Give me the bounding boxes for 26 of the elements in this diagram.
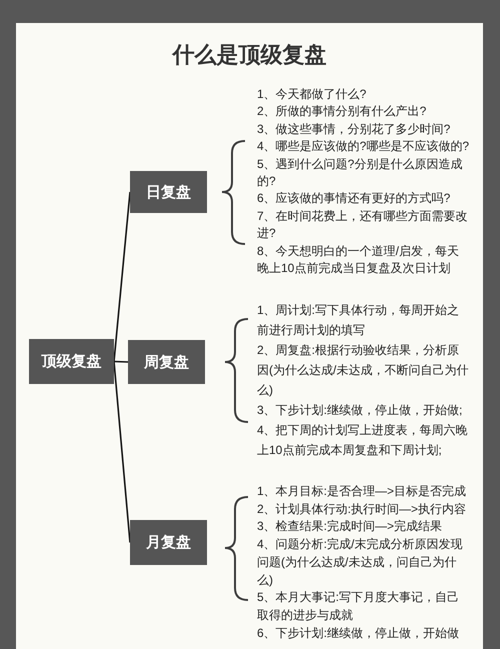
list-item: 8、今天想明白的一个道理/启发，每天晚上10点前完成当日复盘及次日计划	[257, 242, 460, 278]
list-item: 2、计划具体行动:执行时间—>执行内容	[257, 500, 466, 518]
topic-box: 日复盘	[130, 171, 207, 213]
list-item: 4、问题分析:完成/末完成分析原因发现问题(为什么达成/未达成，问自己为什么)	[257, 536, 464, 589]
list-item: 3、下步计划:继续做，停止做，开始做;	[257, 402, 462, 419]
list-item: 1、本月目标:是否合理—>目标是否完成	[257, 483, 466, 500]
list-item: 7、在时间花费上，还有哪些方面需要改进?	[257, 208, 469, 242]
list-item: 1、周计划:写下具体行动，每周开始之前进行周计划的填写	[257, 302, 460, 339]
list-item: 5、本月大事记:写下月度大事记，自己取得的进步与成就	[257, 589, 460, 624]
list-item: 6、应该做的事情还有更好的方式吗?	[257, 190, 450, 208]
list-item: 2、周复盘:根据行动验收结果，分析原因(为什么达成/未达成，不断问自己为什么)	[257, 342, 470, 399]
list-item: 4、把下周的计划写上进度表，每周六晚上10点前完成本周复盘和下周计划;	[257, 422, 469, 459]
list-item: 3、做这些事情，分别花了多少时间?	[257, 120, 450, 138]
title: 什么是顶级复盘	[172, 42, 326, 67]
list-item: 5、遇到什么问题?分别是什么原因造成的?	[257, 156, 464, 190]
topic-box: 周复盘	[128, 340, 205, 384]
connector-line	[113, 192, 131, 362]
list-item: 4、哪些是应该做的?哪些是不应该做的?	[257, 138, 470, 156]
connector-line	[113, 361, 131, 543]
list-item: 3、检查结果:完成时间—>完成结果	[257, 518, 442, 536]
connector-line	[114, 360, 128, 363]
list-item: 6、下步计划:继续做，停止做，开始做	[257, 624, 460, 642]
list-item: 1、今天都做了什么?	[257, 86, 366, 103]
topic-box: 月复盘	[130, 520, 207, 565]
topic-box: 顶级复盘	[29, 339, 114, 384]
list-item: 2、所做的事情分别有什么产出?	[257, 103, 426, 120]
